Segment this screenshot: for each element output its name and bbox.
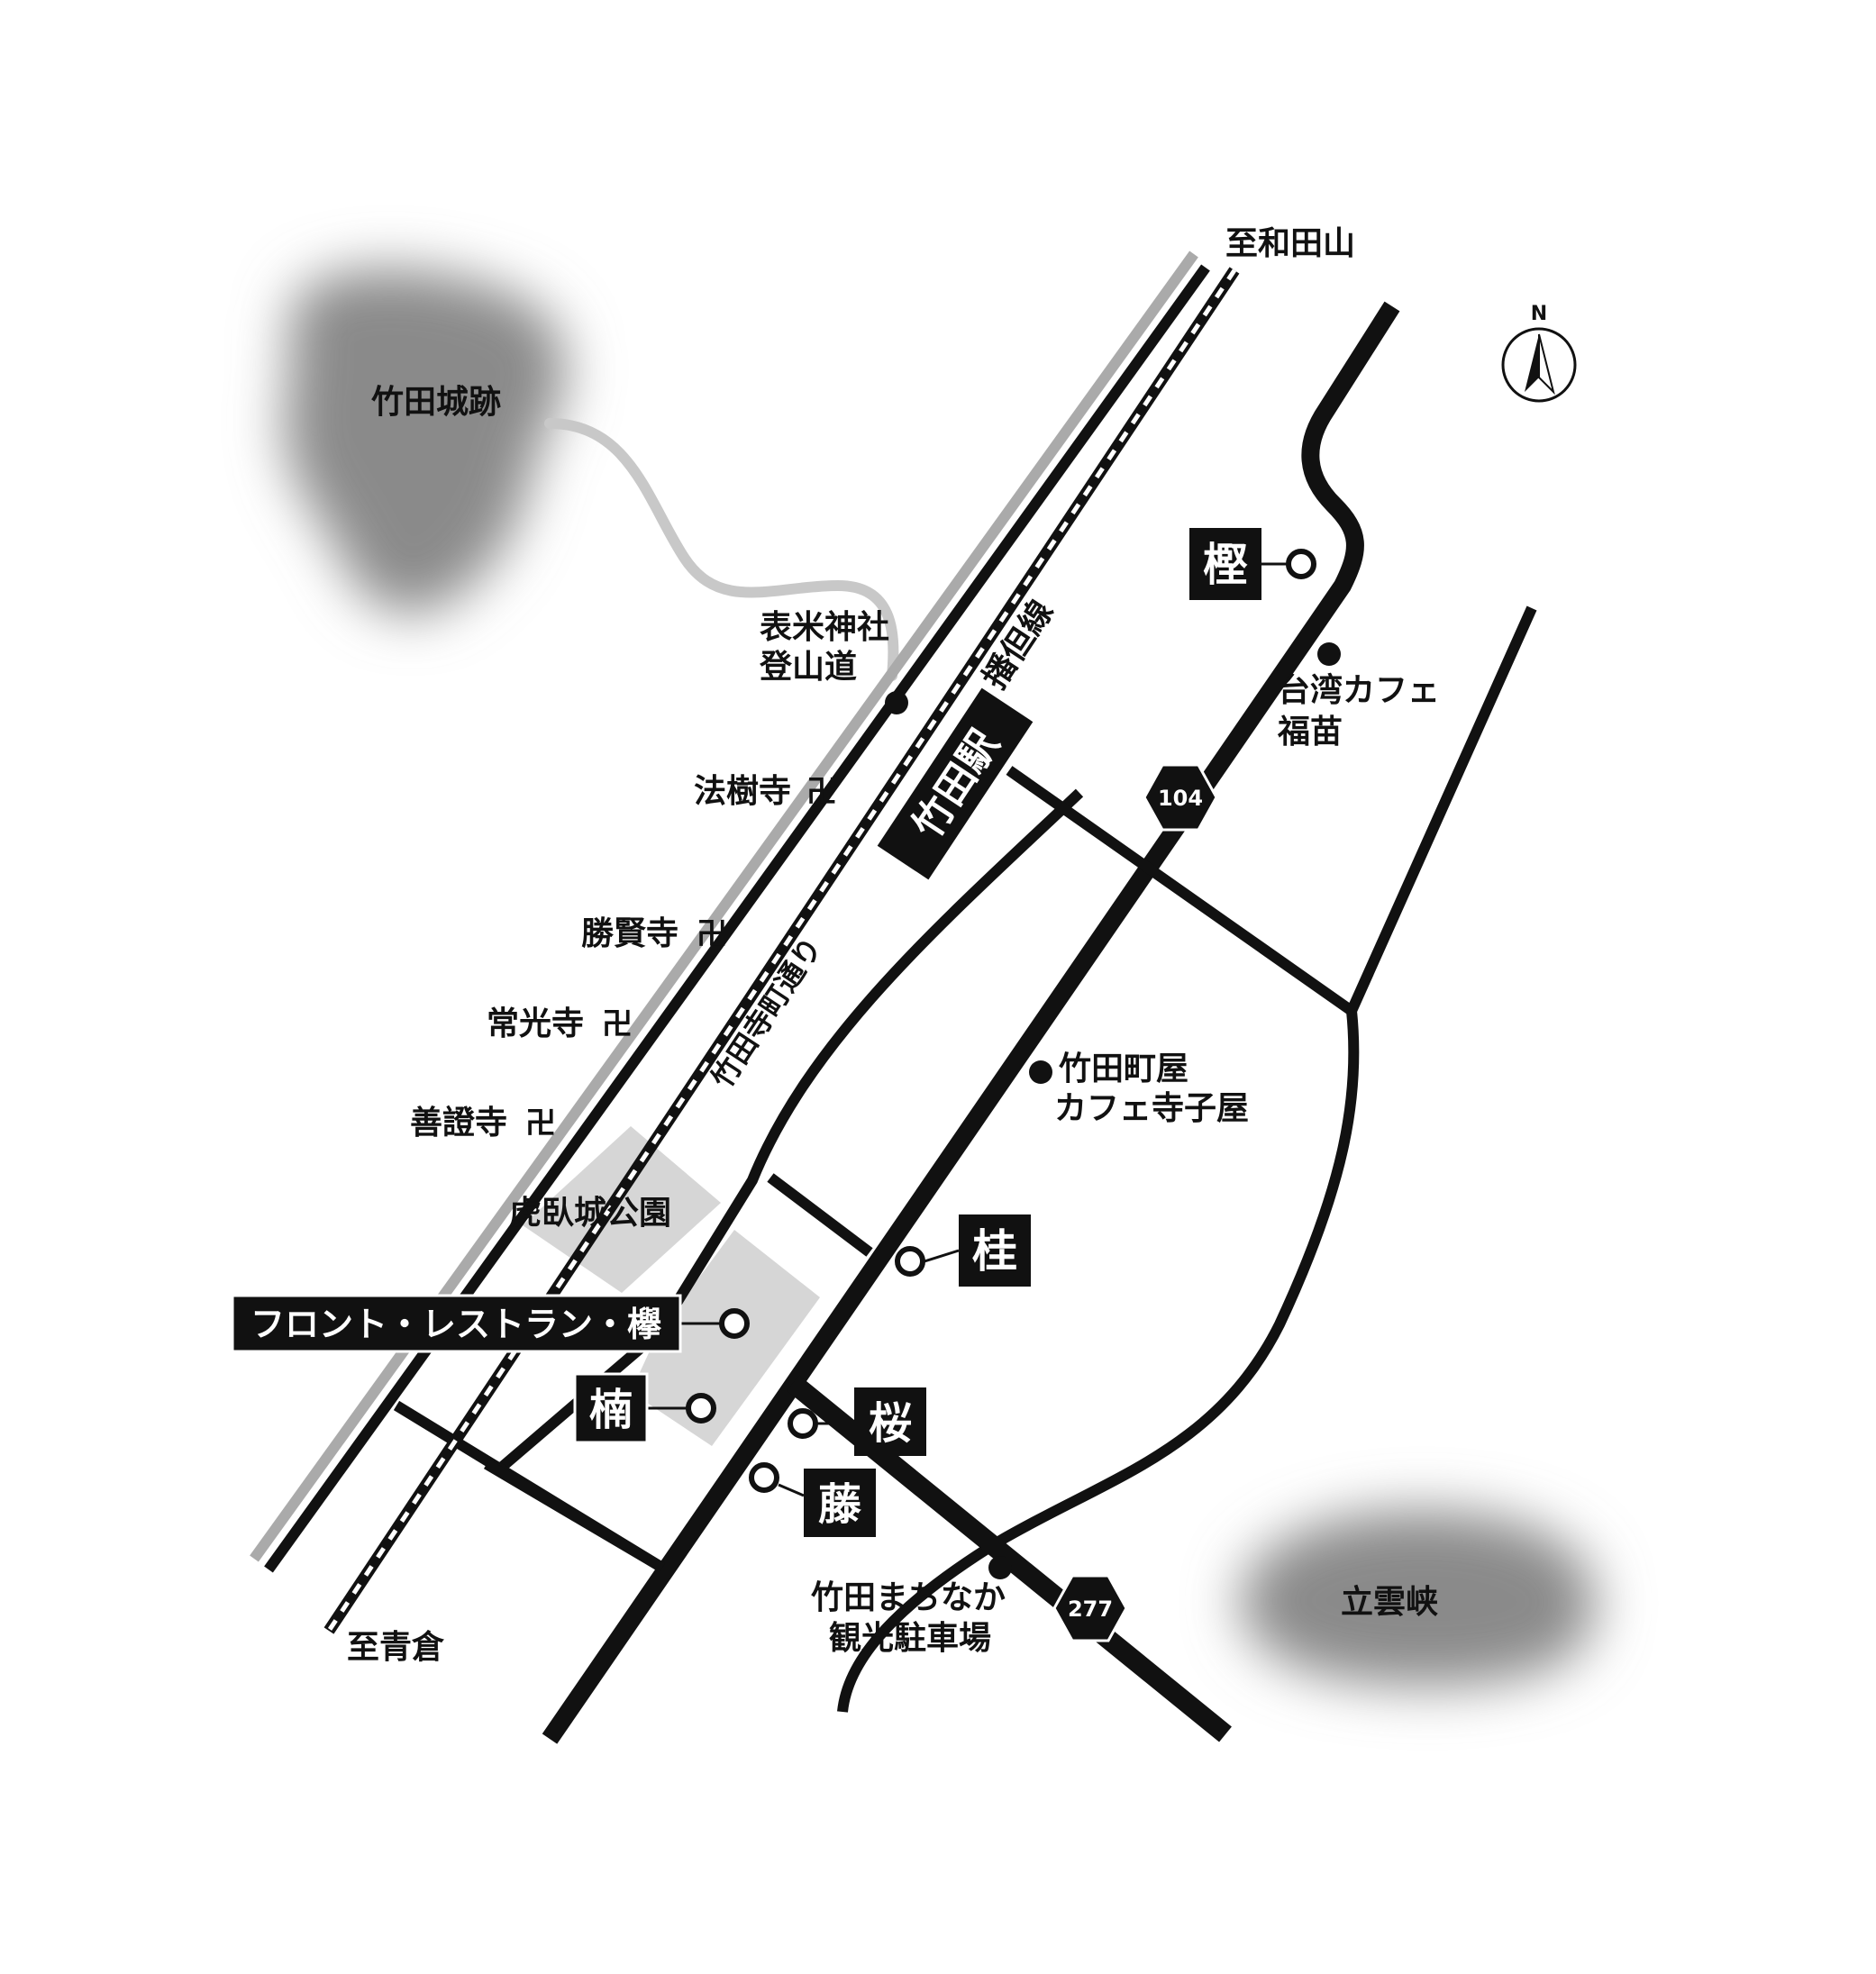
castle-label: 竹田城跡	[371, 383, 501, 421]
temple-label: 法樹寺	[694, 772, 791, 810]
compass-needle-right	[1538, 333, 1555, 396]
cafe-fukunae-label: 台湾カフェ 福苗	[1277, 671, 1440, 750]
park-area-grounds	[631, 1230, 820, 1446]
trail-label-line2: 登山道	[759, 648, 857, 686]
gorge-label: 立雲峡	[1341, 1583, 1438, 1621]
front-marker[interactable]	[719, 1308, 750, 1339]
temple-jokoji[interactable]: 常光寺 卍	[487, 1005, 633, 1042]
compass-north-label: N	[1531, 303, 1547, 325]
property-front[interactable]: フロント・レストラン・欅	[231, 1294, 682, 1353]
railway-line	[323, 267, 1240, 1634]
property-fuji[interactable]: 藤	[804, 1469, 876, 1537]
fuji-marker[interactable]	[749, 1462, 779, 1493]
temple-icon: 卍	[525, 1105, 556, 1142]
property-kusunoki[interactable]: 楠	[573, 1372, 649, 1444]
trail-label: 表米神社 登山道	[759, 608, 889, 686]
park-label: 虎臥城公園	[509, 1194, 671, 1232]
route-277-label: 277	[1068, 1596, 1113, 1622]
temple-label: 善證寺	[410, 1104, 507, 1142]
station[interactable]: 竹田駅	[877, 687, 1034, 880]
kashi-marker[interactable]	[1286, 549, 1316, 579]
direction-south-label: 至青倉	[347, 1628, 444, 1666]
cafe-fukunae-label-line2: 福苗	[1277, 713, 1343, 750]
temple-zenshoji[interactable]: 善證寺 卍	[410, 1104, 556, 1142]
temple-icon: 卍	[697, 916, 727, 952]
parking-dot[interactable]	[988, 1556, 1012, 1579]
compass: N	[1501, 303, 1577, 403]
direction-north-label: 至和田山	[1225, 224, 1355, 262]
property-kusunoki-label: 楠	[589, 1385, 633, 1435]
route-104-label: 104	[1158, 786, 1203, 811]
cafe-terakoya-label-line2: カフェ寺子屋	[1054, 1089, 1249, 1127]
temple-icon: 卍	[806, 774, 837, 810]
castle-trail	[544, 418, 899, 681]
route-shield-277: 277	[1052, 1574, 1128, 1642]
property-sakura-label: 桜	[869, 1398, 912, 1449]
trail-dot[interactable]	[885, 691, 908, 714]
property-katsura[interactable]: 桂	[959, 1214, 1031, 1287]
property-sakura[interactable]: 桜	[854, 1387, 926, 1456]
temple-label: 勝賢寺	[581, 914, 678, 952]
temple-label: 常光寺	[487, 1005, 584, 1042]
kusunoki-marker[interactable]	[686, 1393, 716, 1424]
temple-hojuji[interactable]: 法樹寺 卍	[694, 772, 837, 810]
trail-label-line1: 表米神社	[760, 608, 889, 646]
temple-icon: 卍	[602, 1006, 633, 1042]
katsura-marker[interactable]	[895, 1246, 925, 1277]
compass-needle-left	[1525, 334, 1539, 392]
compass-ring	[1501, 327, 1577, 403]
property-kashi-label: 樫	[1203, 539, 1248, 591]
parking-label: 竹田まちなか 観光駐車場	[811, 1578, 1006, 1657]
property-markers	[686, 549, 1316, 1493]
parking-label-line2: 観光駐車場	[829, 1619, 991, 1657]
temple-shokenji[interactable]: 勝賢寺 卍	[581, 914, 727, 952]
property-katsura-label: 桂	[972, 1225, 1017, 1278]
property-kashi[interactable]: 樫	[1189, 528, 1261, 600]
cafe-terakoya-label-line1: 竹田町屋	[1059, 1050, 1188, 1087]
castle-mountain	[284, 268, 566, 614]
cafe-terakoya-label: 竹田町屋 カフェ寺子屋	[1054, 1050, 1249, 1127]
gorge-mountain	[1240, 1510, 1597, 1687]
property-front-label: フロント・レストラン・欅	[250, 1305, 662, 1344]
cafe-terakoya-dot[interactable]	[1029, 1060, 1052, 1084]
parking-label-line1: 竹田まちなか	[811, 1578, 1006, 1616]
park-area	[523, 1126, 721, 1293]
sakura-marker[interactable]	[788, 1408, 818, 1439]
cafe-fukunae-label-line1: 台湾カフェ	[1278, 671, 1440, 709]
property-fuji-label: 藤	[818, 1479, 862, 1530]
route-shield-104: 104	[1143, 763, 1218, 832]
cafe-fukunae-dot[interactable]	[1317, 642, 1341, 666]
